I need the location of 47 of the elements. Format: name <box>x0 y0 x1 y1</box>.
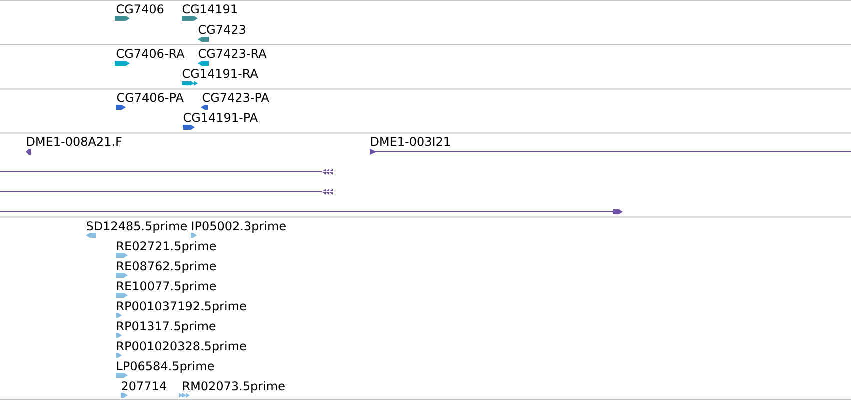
feature-glyph <box>191 233 197 238</box>
feature-glyph <box>116 273 128 278</box>
alignment-line <box>0 189 333 195</box>
feature-label: CG7406-RA <box>116 49 185 58</box>
feature-label: CG14191-RA <box>182 69 258 78</box>
feature-label: DME1-003I21 <box>371 137 450 146</box>
feature-label: CG7423 <box>198 25 246 34</box>
feature-glyph <box>116 293 128 298</box>
feature-glyph <box>183 125 195 130</box>
feature-label: CG14191 <box>182 4 237 14</box>
feature-glyph <box>116 373 128 378</box>
feature-label: CG14191-PA <box>184 113 258 122</box>
feature-glyph <box>198 37 209 42</box>
feature-label: RP001020328.5prime <box>117 341 246 353</box>
alignment-line <box>0 169 333 175</box>
feature-label: CG7423-PA <box>202 93 270 102</box>
feature-glyph <box>116 105 126 110</box>
feature-glyph <box>182 81 198 86</box>
feature-label: RP01317.5prime <box>117 321 216 333</box>
feature-label: RP001037192.5prime <box>117 301 246 313</box>
feature-label: DME1-008A21.F <box>27 137 122 146</box>
feature-label: CG7406 <box>116 4 164 14</box>
feature-glyph <box>198 61 209 66</box>
feature-glyph <box>201 105 208 110</box>
feature-label: RM02073.5prime <box>183 381 285 393</box>
feature-glyph <box>116 313 122 318</box>
feature-glyph <box>86 233 96 238</box>
feature-label: SD12485.5prime <box>87 221 187 233</box>
feature-label: RE02721.5prime <box>117 241 216 253</box>
feature-label: RE10077.5prime <box>117 281 216 293</box>
alignment-line <box>0 210 623 214</box>
feature-glyph <box>116 353 122 358</box>
feature-glyph <box>116 253 128 258</box>
feature-label: RE08762.5prime <box>117 261 216 273</box>
feature-glyph <box>182 16 198 21</box>
feature-glyph <box>121 393 128 398</box>
feature-label: LP06584.5prime <box>117 361 214 373</box>
feature-label: IP05002.3prime <box>192 221 286 233</box>
feature-glyph <box>115 61 130 66</box>
feature-label: 207714 <box>122 382 166 391</box>
feature-label: CG7423-RA <box>198 49 267 58</box>
feature-label: CG7406-PA <box>117 93 184 102</box>
feature-glyph <box>116 333 122 338</box>
feature-glyph <box>115 16 130 21</box>
alignment-line <box>370 149 851 155</box>
feature-glyph <box>26 149 31 155</box>
feature-glyph <box>179 393 190 398</box>
